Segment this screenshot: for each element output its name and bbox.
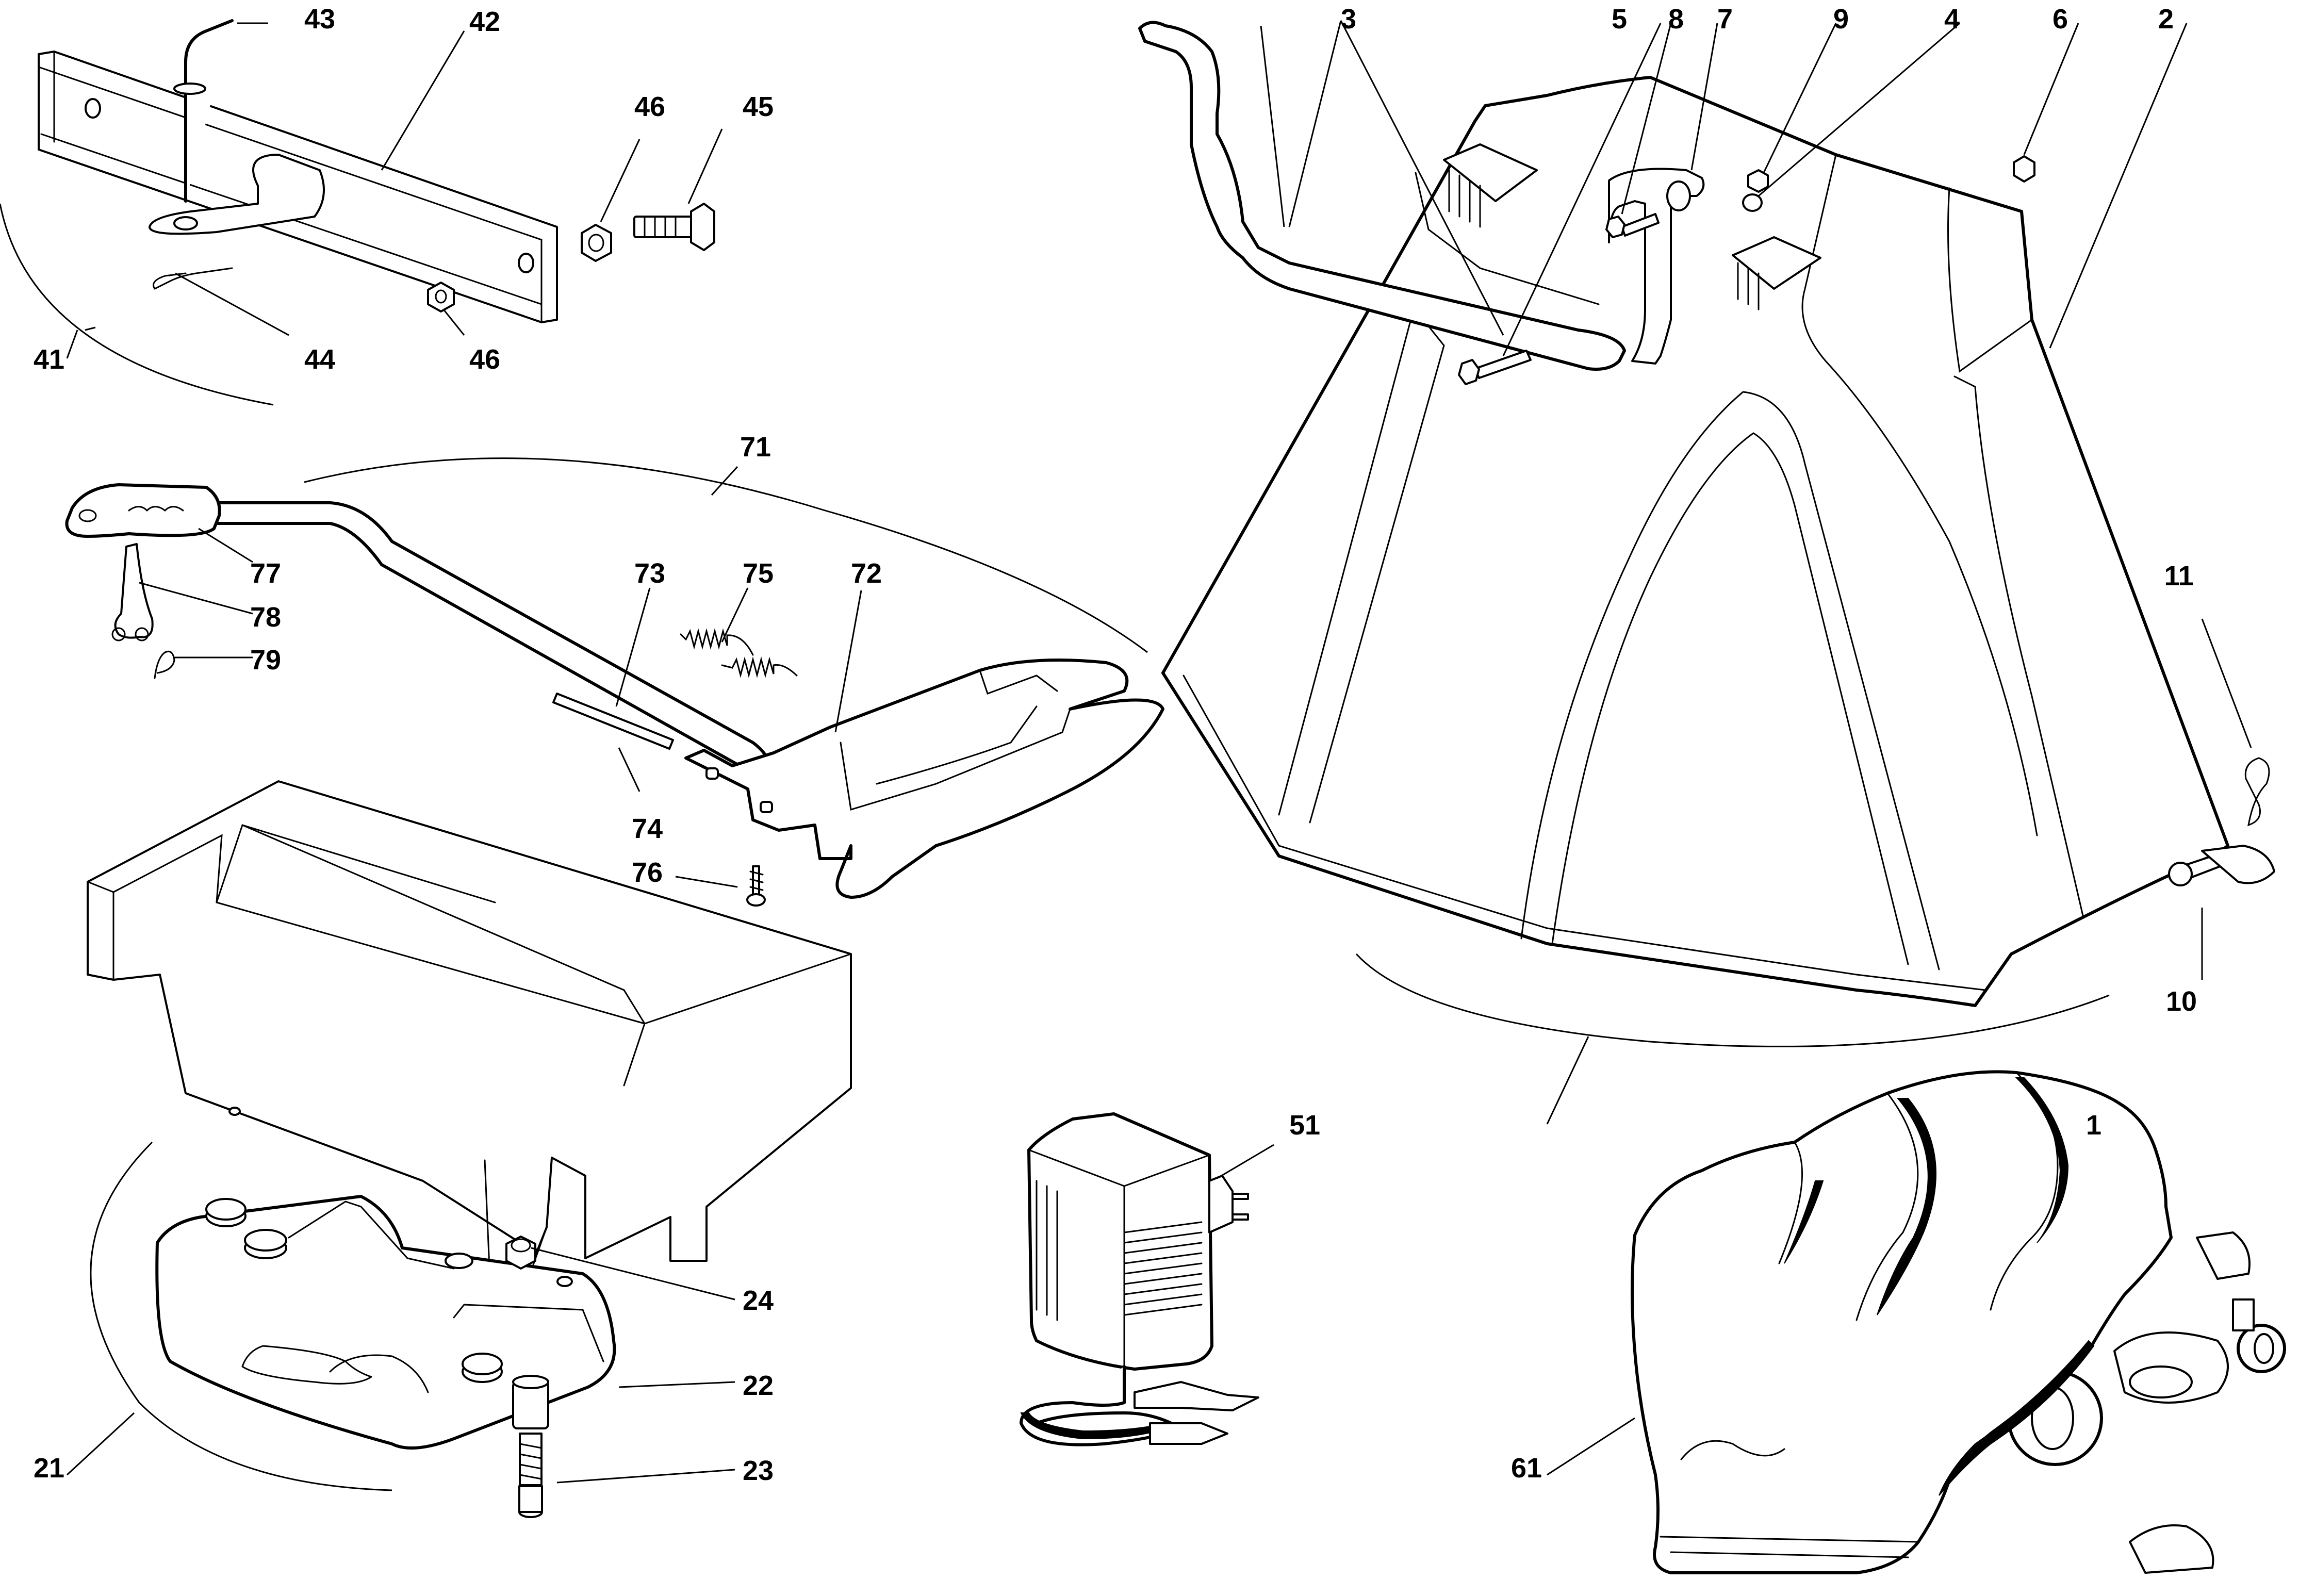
nut — [427, 282, 455, 312]
vent-grille — [1443, 143, 1821, 310]
hitch-pin — [184, 19, 234, 203]
mower-cover — [1631, 1070, 2286, 1574]
callout-label: 21 — [34, 1453, 64, 1484]
callout-label: 41 — [34, 344, 64, 375]
pivot-rod — [552, 693, 674, 750]
bolt — [1605, 213, 1660, 238]
counterweight-block — [155, 1195, 616, 1450]
battery-charger — [1020, 1112, 1259, 1446]
callout-label: 45 — [743, 91, 774, 122]
counterweight-assembly — [87, 780, 852, 1518]
callout-label: 78 — [250, 602, 281, 633]
hitch-clip — [153, 267, 233, 290]
callout-label: 2 — [2158, 4, 2174, 35]
callout-label: 61 — [1511, 1453, 1542, 1484]
chute-handle — [1138, 21, 1626, 371]
callout-label: 7 — [1717, 4, 1733, 35]
lever-assembly — [65, 457, 1164, 907]
callout-label: 74 — [632, 813, 663, 844]
r-clip — [2244, 757, 2270, 827]
nut — [1747, 169, 1769, 193]
callout-label: 73 — [634, 558, 665, 589]
group-arc-41 — [0, 203, 274, 406]
callout-labels: 1 2 3 4 5 6 7 8 9 10 11 21 22 23 24 41 4… — [34, 4, 2197, 1486]
callout-label: 6 — [2052, 4, 2068, 35]
callout-label: 11 — [2164, 561, 2193, 591]
bushing — [205, 1198, 247, 1227]
washer — [1742, 193, 1763, 212]
grass-catcher — [1161, 76, 2229, 1007]
grass-catcher-assembly — [1138, 21, 2275, 1047]
callout-label: 51 — [1289, 1110, 1320, 1141]
callout-label: 1 — [2086, 1110, 2101, 1141]
lever-handle — [65, 483, 221, 538]
tow-hitch-assembly — [0, 19, 715, 406]
callout-label: 23 — [743, 1455, 774, 1486]
pivot-pin — [2168, 845, 2275, 886]
group-arc-71 — [304, 457, 1148, 653]
callout-label: 10 — [2166, 986, 2197, 1017]
callout-label: 24 — [743, 1285, 774, 1316]
chute-latch — [1608, 168, 1705, 365]
r-pin — [154, 650, 175, 679]
callout-label: 76 — [632, 857, 663, 888]
bolt — [512, 1375, 549, 1518]
bushing — [462, 1353, 503, 1383]
group-arc-21 — [90, 1141, 392, 1491]
callout-label: 46 — [469, 344, 500, 375]
pedal-bracket — [684, 659, 1164, 899]
callout-label: 75 — [743, 558, 774, 589]
callout-label: 5 — [1612, 4, 1627, 35]
leader-lines — [66, 20, 2252, 1484]
callout-label: 22 — [743, 1370, 774, 1401]
spring — [680, 628, 798, 678]
callout-label: 3 — [1341, 4, 1356, 35]
callout-label: 44 — [304, 344, 335, 375]
bolt — [633, 203, 715, 251]
callout-label: 4 — [1944, 4, 1960, 35]
callout-label: 77 — [250, 558, 281, 589]
callout-label: 8 — [1668, 4, 1684, 35]
hitch-bar-edge — [38, 66, 543, 323]
nut — [2013, 155, 2035, 183]
bushing — [244, 1229, 287, 1259]
group-arc-1 — [1355, 953, 2110, 1047]
bushing — [445, 1253, 473, 1269]
callout-label: 42 — [469, 6, 500, 37]
callout-label: 9 — [1833, 4, 1849, 35]
screw — [746, 865, 766, 907]
callout-label: 79 — [250, 645, 281, 676]
callout-label: 46 — [634, 91, 665, 122]
callout-label: 43 — [304, 4, 335, 35]
lever-clip — [114, 543, 154, 639]
frame-beam — [87, 780, 852, 1262]
callout-label: 72 — [851, 558, 882, 589]
nut — [581, 224, 612, 262]
callout-label: 71 — [740, 432, 771, 463]
bolt — [1458, 350, 1532, 385]
nut — [505, 1236, 573, 1287]
